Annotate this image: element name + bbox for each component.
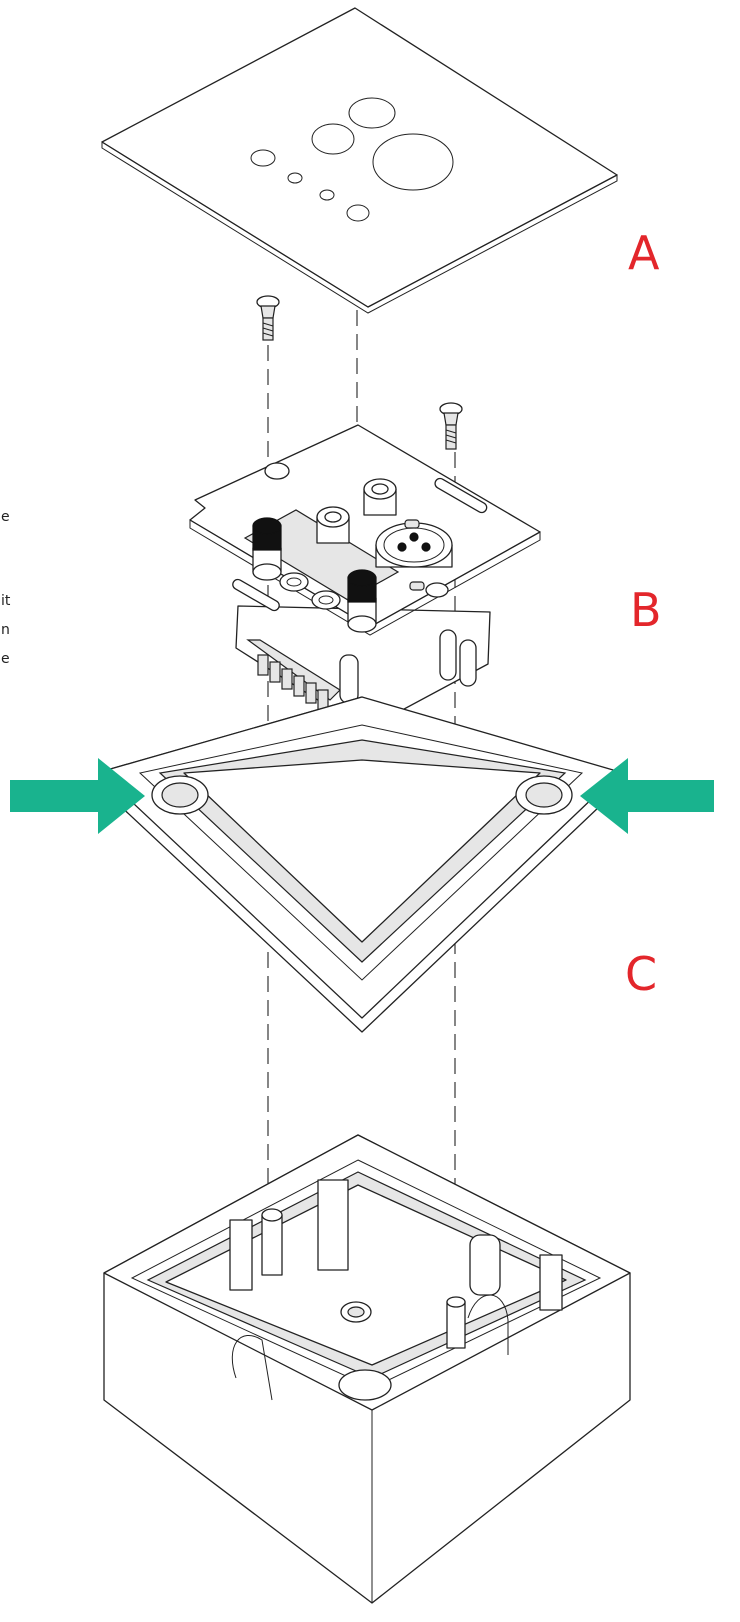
frame bbox=[99, 696, 621, 1033]
screw-right bbox=[439, 402, 463, 450]
cropped-text-fragment: e bbox=[1, 509, 10, 525]
label-a: A bbox=[628, 226, 660, 280]
module-insert bbox=[189, 424, 541, 731]
plate-hole bbox=[311, 123, 355, 155]
plate-hole-small bbox=[319, 189, 335, 201]
back-box bbox=[103, 1134, 631, 1604]
plate-hole-small bbox=[287, 172, 303, 184]
arrow-right-pointing bbox=[10, 758, 145, 834]
rca-socket bbox=[316, 506, 350, 544]
cover-plate bbox=[101, 7, 618, 314]
label-b: B bbox=[630, 583, 662, 637]
plate-hole-large bbox=[372, 133, 454, 191]
cropped-text-fragment: it bbox=[1, 593, 11, 609]
xlr-socket bbox=[375, 519, 453, 591]
cropped-text-fragment: n bbox=[1, 622, 10, 638]
plate-hole bbox=[250, 149, 276, 167]
control-knob bbox=[347, 569, 377, 633]
arrow-left-pointing bbox=[580, 758, 714, 834]
plate-hole bbox=[348, 97, 396, 129]
rca-socket bbox=[363, 478, 397, 516]
cropped-text-fragment: e bbox=[1, 651, 10, 667]
screw-post-right bbox=[446, 1301, 466, 1349]
terminal-block bbox=[257, 654, 329, 711]
label-c: C bbox=[625, 947, 657, 1001]
screw-post-left bbox=[261, 1214, 283, 1276]
screw-left bbox=[256, 295, 280, 341]
plate-hole bbox=[346, 204, 370, 222]
control-knob bbox=[252, 517, 282, 581]
